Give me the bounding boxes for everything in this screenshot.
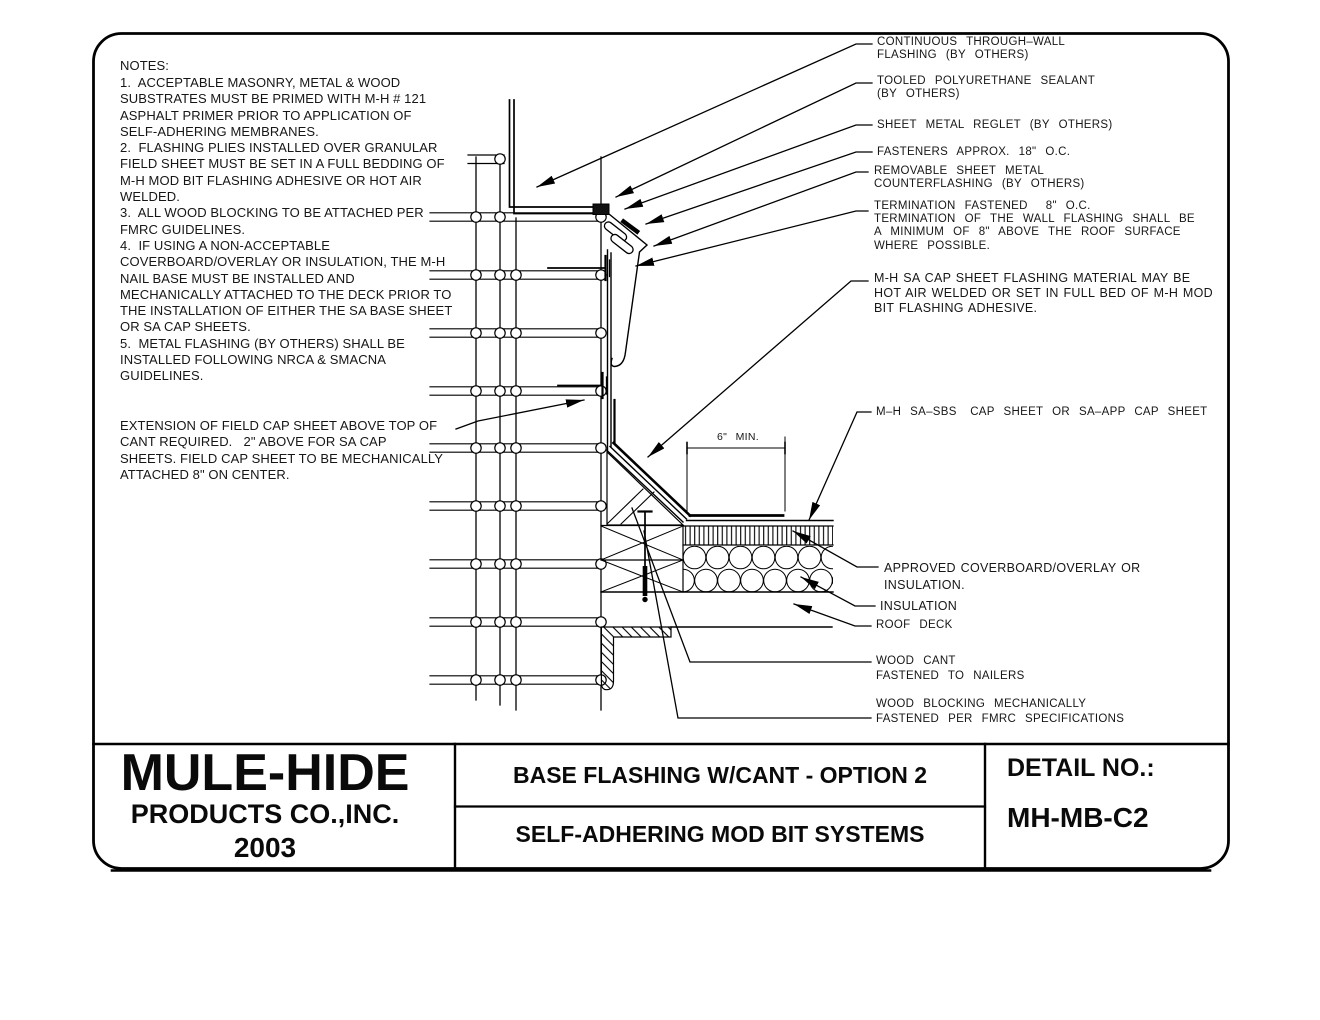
sheet-metal-reglet [592, 203, 610, 215]
wall-flashing-membrane [605, 249, 834, 523]
callout-insulation: INSULATION [880, 599, 958, 613]
wood-blocking [600, 510, 684, 603]
callout-termination: TERMINATION FASTENED 8" O.C. TERMINATION… [874, 200, 1195, 252]
title-block-year: 2003 [233, 832, 297, 863]
callout-through-wall-flashing: CONTINUOUS THROUGH–WALL FLASHING (BY OTH… [877, 36, 1066, 62]
extension-note: EXTENSION OF FIELD CAP SHEET ABOVE TOP O… [120, 418, 444, 482]
callout-cap-sheet: M–H SA–SBS CAP SHEET OR SA–APP CAP SHEET [876, 406, 1208, 418]
callout-wood-cant: WOOD CANT FASTENED TO NAILERS [876, 655, 1025, 682]
deck-support-angle [600, 626, 672, 691]
detail-number: MH-MB-C2 [1007, 802, 1149, 833]
callout-cap-sheet-adhesive: M-H SA CAP SHEET FLASHING MATERIAL MAY B… [874, 271, 1213, 315]
masonry-wall [429, 153, 607, 711]
callout-roof-deck: ROOF DECK [876, 619, 953, 631]
roof-assembly [600, 525, 834, 691]
leader-lines [455, 43, 879, 719]
insulation-batts [683, 546, 833, 592]
coverboard [683, 526, 833, 545]
callout-fasteners: FASTENERS APPROX. 18" O.C. [877, 146, 1071, 158]
dimension-text: 6" MIN. [717, 431, 759, 443]
dimension-6in-min [686, 436, 786, 512]
callout-coverboard: APPROVED COVERBOARD/OVERLAY OR INSULATIO… [884, 561, 1141, 592]
company-name: MULE-HIDE [120, 744, 410, 802]
termination-fasteners [547, 254, 611, 400]
notes-body: 1. ACCEPTABLE MASONRY, METAL & WOOD SUBS… [120, 75, 453, 384]
drawing-title: BASE FLASHING W/CANT - OPTION 2 [513, 762, 927, 788]
callout-reglet: SHEET METAL REGLET (BY OTHERS) [877, 119, 1113, 131]
sheet-border [92, 32, 1230, 872]
through-wall-flashing [508, 99, 596, 215]
company-subtitle: PRODUCTS CO.,INC. [130, 799, 400, 829]
callout-sealant: TOOLED POLYURETHANE SEALANT (BY OTHERS) [877, 75, 1096, 101]
drawing-subtitle: SELF-ADHERING MOD BIT SYSTEMS [515, 821, 925, 847]
callout-wood-blocking: WOOD BLOCKING MECHANICALLY FASTENED PER … [876, 698, 1125, 725]
counterflashing [603, 213, 649, 368]
callout-counterflashing: REMOVABLE SHEET METAL COUNTERFLASHING (B… [874, 165, 1085, 191]
notes-title: NOTES: [120, 58, 169, 73]
detail-number-label: DETAIL NO.: [1007, 754, 1155, 782]
